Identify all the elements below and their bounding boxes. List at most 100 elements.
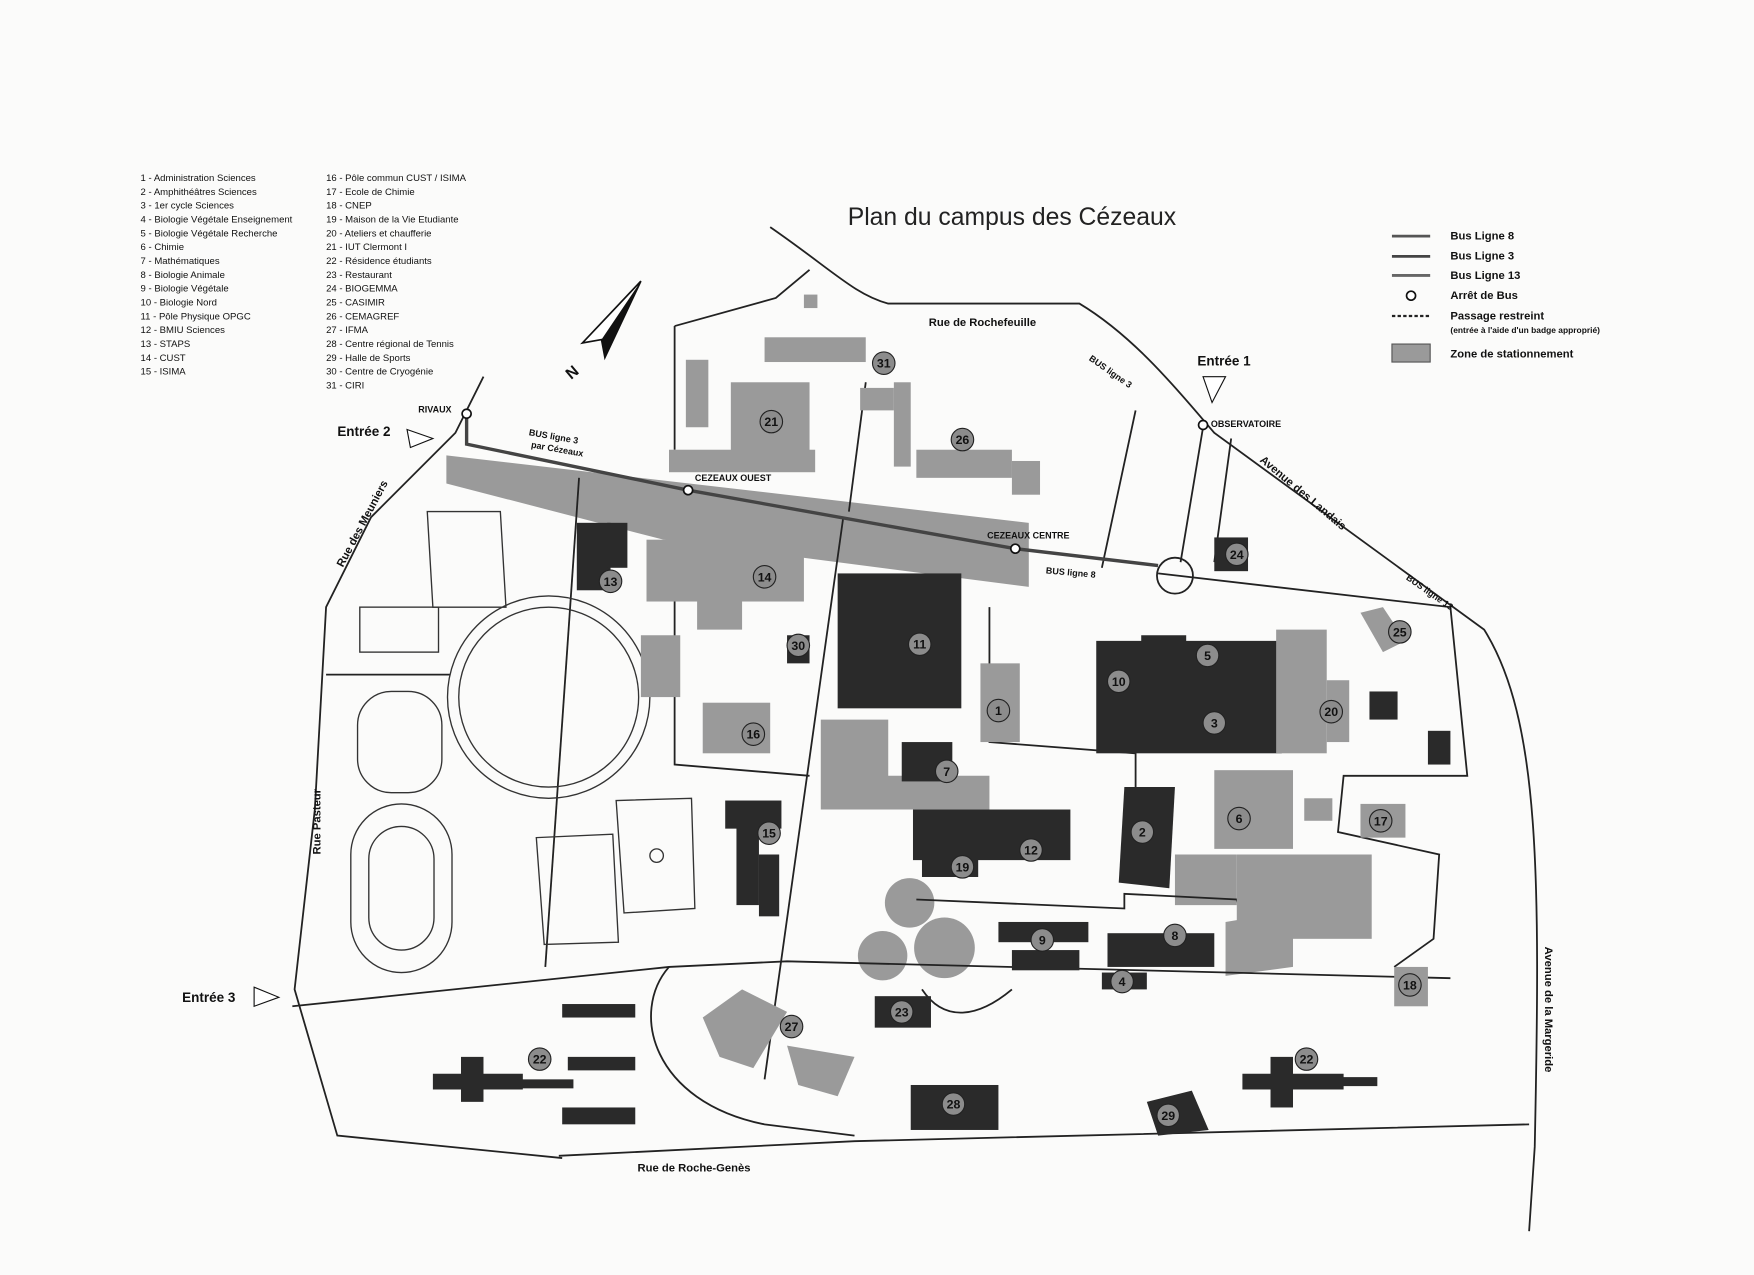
building-marker-13[interactable]: 13	[598, 569, 623, 594]
building-marker-24[interactable]: 24	[1224, 542, 1249, 567]
legend-item: 28 - Centre régional de Tennis	[326, 339, 454, 350]
legend-item: 12 - BMIU Sciences	[141, 325, 226, 336]
legend-item: 5 - Biologie Végétale Recherche	[141, 228, 278, 239]
marker-circle	[1110, 969, 1134, 994]
legend-item: 2 - Amphithéâtres Sciences	[141, 187, 257, 198]
marker-number: 1	[995, 704, 1002, 718]
building-marker-25[interactable]: 25	[1388, 620, 1412, 644]
building-marker-27[interactable]: 27	[779, 1014, 804, 1039]
building-marker-22[interactable]: 22	[1294, 1047, 1319, 1071]
entrance-2-label: Entrée 2	[337, 424, 390, 439]
building-marker-30[interactable]: 30	[786, 633, 811, 658]
marker-number: 22	[1300, 1053, 1314, 1067]
marker-number: 18	[1403, 978, 1417, 992]
building-marker-19[interactable]: 19	[950, 855, 975, 879]
marker-circle	[759, 409, 784, 434]
buildings	[432, 294, 1451, 1136]
marker-circle	[934, 759, 959, 784]
legend-item: 24 - BIOGEMMA	[326, 284, 398, 295]
building-marker-20[interactable]: 20	[1319, 699, 1344, 724]
north-label: N	[563, 363, 583, 383]
building-marker-8[interactable]: 8	[1163, 923, 1187, 948]
legend-item: 6 - Chimie	[141, 242, 185, 253]
marker-number: 23	[895, 1005, 909, 1019]
marker-number: 19	[956, 860, 970, 874]
legend-item: 15 - ISIMA	[141, 367, 187, 378]
building-marker-21[interactable]: 21	[759, 409, 784, 434]
legend-item: 19 - Maison de la Vie Etudiante	[326, 215, 459, 226]
marker-circle	[1163, 923, 1187, 948]
building-marker-1[interactable]: 1	[986, 698, 1011, 723]
marker-number: 5	[1204, 649, 1211, 663]
building-marker-16[interactable]: 16	[741, 722, 766, 746]
marker-circle	[1202, 711, 1227, 735]
marker-circle	[1319, 699, 1344, 724]
bus-label-l8: BUS ligne 8	[1045, 565, 1096, 579]
marker-circle	[1130, 820, 1155, 844]
legend-item: 10 - Biologie Nord	[141, 297, 217, 308]
building-marker-28[interactable]: 28	[941, 1092, 966, 1116]
building-marker-4[interactable]: 4	[1110, 969, 1134, 994]
marker-number: 17	[1374, 814, 1388, 828]
legend-item: 1 - Administration Sciences	[141, 173, 256, 184]
legend-item: 22 - Résidence étudiants	[326, 256, 432, 267]
marker-number: 11	[913, 638, 926, 652]
marker-number: 20	[1324, 705, 1338, 719]
street-landais: Avenue des Landais	[1257, 454, 1348, 533]
building-marker-23[interactable]: 23	[889, 1000, 914, 1024]
building-marker-10[interactable]: 10	[1106, 669, 1131, 694]
building-marker-6[interactable]: 6	[1227, 806, 1251, 831]
marker-number: 22	[533, 1053, 547, 1067]
entrance-3-label: Entrée 3	[182, 990, 236, 1005]
building-marker-11[interactable]: 11	[907, 632, 932, 657]
marker-number: 28	[947, 1098, 961, 1112]
street-margeride: Avenue de la Margeride	[1542, 947, 1554, 1073]
bus-label-l13: BUS ligne 13	[1404, 572, 1455, 612]
building-marker-18[interactable]: 18	[1398, 973, 1422, 997]
legend-item: 13 - STAPS	[141, 339, 191, 350]
legend-item: 4 - Biologie Végétale Enseignement	[141, 215, 293, 226]
marker-number: 13	[604, 575, 618, 589]
building-marker-31[interactable]: 31	[871, 351, 896, 375]
street-meuniers: Rue des Meuniers	[335, 479, 391, 570]
marker-circle	[752, 564, 777, 589]
marker-number: 27	[785, 1020, 799, 1034]
marker-number: 25	[1393, 625, 1407, 639]
legend-item: 20 - Ateliers et chaufferie	[326, 228, 431, 239]
bus-stop-icon	[1009, 543, 1021, 555]
building-marker-15[interactable]: 15	[757, 821, 781, 845]
marker-number: 4	[1119, 975, 1126, 989]
stop-centre: CEZEAUX CENTRE	[987, 531, 1069, 541]
key-bus3: Bus Ligne 3	[1450, 251, 1514, 263]
street-pasteur: Rue Pasteur	[311, 788, 323, 854]
marker-circle	[1224, 542, 1249, 567]
building-marker-7[interactable]: 7	[934, 759, 959, 784]
marker-circle	[941, 1092, 966, 1116]
entrance-3-arrow-icon	[253, 986, 281, 1008]
building-marker-14[interactable]: 14	[752, 564, 777, 589]
building-marker-5[interactable]: 5	[1195, 643, 1220, 668]
building-marker-26[interactable]: 26	[950, 427, 975, 452]
marker-number: 14	[758, 570, 772, 584]
bus-stop-icon	[682, 484, 694, 496]
building-marker-22[interactable]: 22	[527, 1047, 552, 1071]
parking-swatch	[1391, 343, 1431, 363]
marker-circle	[1398, 973, 1422, 997]
marker-number: 2	[1139, 826, 1146, 840]
building-marker-9[interactable]: 9	[1030, 928, 1055, 952]
building-marker-17[interactable]: 17	[1368, 808, 1393, 833]
marker-circle	[1019, 838, 1043, 862]
stop-rivaux: RIVAUX	[418, 405, 451, 415]
legend-item: 23 - Restaurant	[326, 270, 392, 281]
legend-item: 11 - Pôle Physique OPGC	[141, 311, 251, 322]
building-marker-3[interactable]: 3	[1202, 711, 1227, 735]
marker-circle	[1195, 643, 1220, 668]
building-marker-12[interactable]: 12	[1019, 838, 1043, 862]
stop-ouest: CEZEAUX OUEST	[695, 473, 772, 483]
legend-item: 3 - 1er cycle Sciences	[141, 201, 235, 212]
building-marker-2[interactable]: 2	[1130, 820, 1155, 844]
building-marker-29[interactable]: 29	[1156, 1103, 1181, 1128]
map-key: Bus Ligne 8 Bus Ligne 3 Bus Ligne 13 Arr…	[1391, 230, 1600, 363]
marker-number: 29	[1161, 1109, 1175, 1123]
